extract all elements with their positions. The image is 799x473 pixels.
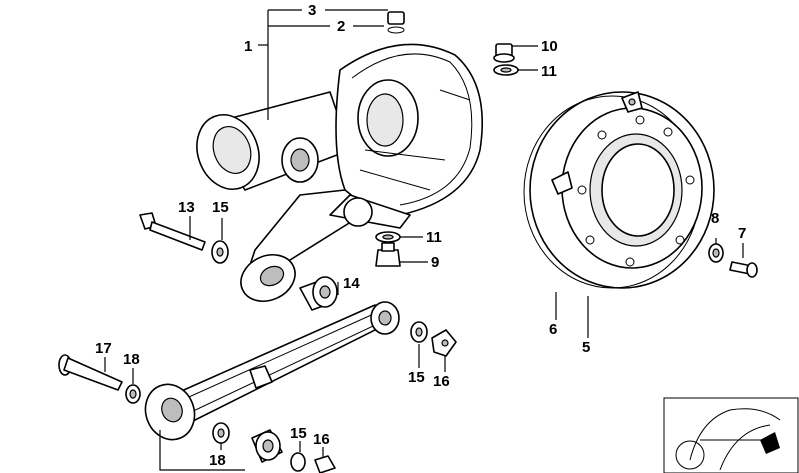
- torque-strut: [144, 301, 400, 441]
- callout-2: 2: [337, 18, 345, 35]
- washer-and-bolt-right: [708, 243, 758, 278]
- bolt-13-with-washer: [139, 212, 229, 264]
- brake-disc-ring: [523, 91, 715, 289]
- callout-10: 10: [541, 38, 558, 55]
- callout-14: 14: [343, 275, 360, 292]
- callout-15-lower: 15: [290, 425, 307, 442]
- callout-16-upper: 16: [433, 373, 450, 390]
- callout-9: 9: [431, 254, 439, 271]
- callout-15-upper: 15: [212, 199, 229, 216]
- rubber-bush-14: [299, 276, 338, 311]
- callout-1: 1: [244, 38, 252, 55]
- washer-and-nut-upper: [410, 321, 457, 357]
- callout-6: 6: [549, 321, 557, 338]
- bolt-17-with-washer: [58, 354, 141, 404]
- callout-18-lower: 18: [209, 452, 226, 469]
- oil-drain-plug: [375, 231, 401, 267]
- callout-3: 3: [308, 2, 316, 19]
- callout-15-middle: 15: [408, 369, 425, 386]
- lower-fasteners: [212, 422, 336, 473]
- callout-7: 7: [738, 225, 746, 242]
- final-drive-housing: [196, 11, 483, 302]
- oil-filler-plug: [493, 43, 519, 76]
- callout-17: 17: [95, 340, 112, 357]
- leader-lines: [104, 9, 744, 471]
- callout-labels: 3 2 1 10 11 11 9 13 15 14 8 7 6 5 17 18 …: [95, 2, 746, 469]
- callout-8: 8: [711, 210, 719, 227]
- callout-13: 13: [178, 199, 195, 216]
- callout-5: 5: [582, 339, 590, 356]
- callout-16-lower: 16: [313, 431, 330, 448]
- motorcycle-thumbnail: [663, 397, 799, 473]
- callout-18-upper: 18: [123, 351, 140, 368]
- callout-11-lower: 11: [426, 229, 442, 246]
- callout-11-upper: 11: [541, 63, 557, 80]
